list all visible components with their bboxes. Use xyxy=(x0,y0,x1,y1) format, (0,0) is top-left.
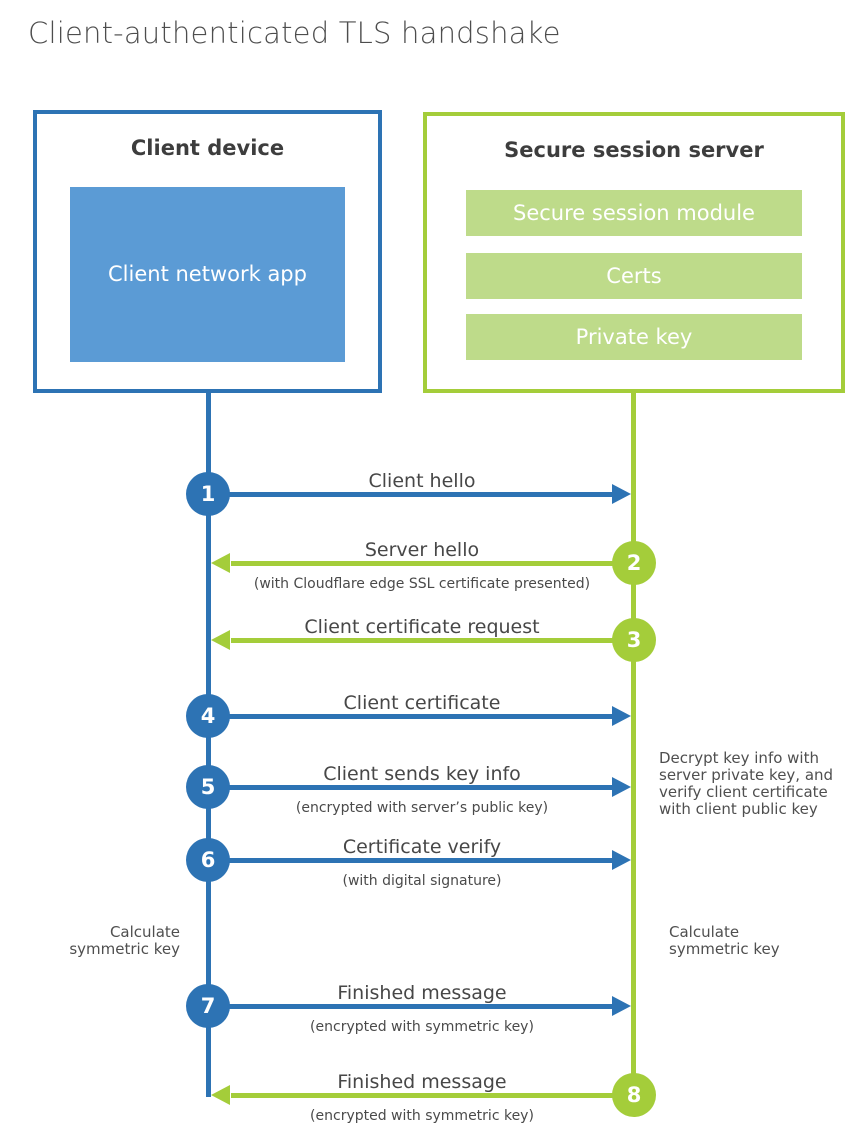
arrowhead-right-icon xyxy=(612,484,631,504)
step-label: Server hello xyxy=(364,539,480,561)
step-badge: 5 xyxy=(186,765,230,809)
step-sublabel: (encrypted with server’s public key) xyxy=(295,800,549,816)
step-badge: 8 xyxy=(612,1073,656,1117)
arrowhead-right-icon xyxy=(612,777,631,797)
arrow-line xyxy=(231,1093,634,1098)
step-sublabel: (encrypted with symmetric key) xyxy=(310,1108,534,1124)
note-line: server private key, and xyxy=(659,766,834,784)
arrow-line xyxy=(210,858,613,863)
step-sublabel: (encrypted with symmetric key) xyxy=(310,1019,534,1035)
note-line: Calculate xyxy=(109,923,180,941)
decrypt-key-info-note: Decrypt key info with server private key… xyxy=(659,750,859,818)
step-label: Client hello xyxy=(368,470,476,492)
step-label: Client sends key info xyxy=(323,763,521,785)
note-line: verify client certificate xyxy=(659,783,828,801)
step-label: Finished message xyxy=(337,1071,507,1093)
step-badge: 7 xyxy=(186,984,230,1028)
client-device-title: Client device xyxy=(130,136,285,160)
arrowhead-left-icon xyxy=(211,630,230,650)
arrowhead-right-icon xyxy=(612,850,631,870)
step-label: Finished message xyxy=(337,982,507,1004)
note-line: symmetric key xyxy=(669,940,780,958)
arrowhead-left-icon xyxy=(211,1085,230,1105)
step-sublabel: (with Cloudflare edge SSL certificate pr… xyxy=(253,576,591,592)
note-line: symmetric key xyxy=(69,940,180,958)
step-badge: 6 xyxy=(186,838,230,882)
step-label: Client certificate request xyxy=(304,616,540,638)
arrow-line xyxy=(210,1004,613,1009)
arrow-line xyxy=(231,638,634,643)
arrow-line xyxy=(210,492,613,497)
note-line: Decrypt key info with xyxy=(659,749,819,767)
server-module-secure-session: Secure session module xyxy=(466,190,802,236)
page-title: Client-authenticated TLS handshake xyxy=(28,16,561,50)
secure-session-server-title: Secure session server xyxy=(504,138,764,162)
server-lifeline xyxy=(631,393,636,1095)
client-network-app-box: Client network app xyxy=(70,187,345,362)
server-module-certs: Certs xyxy=(466,253,802,299)
step-sublabel: (with digital signature) xyxy=(342,873,502,889)
step-badge: 2 xyxy=(612,541,656,585)
server-module-private-key: Private key xyxy=(466,314,802,360)
arrow-line xyxy=(210,785,613,790)
calc-symmetric-key-note-left: Calculate symmetric key xyxy=(56,924,180,958)
step-label: Client certificate xyxy=(343,692,501,714)
step-label: Certificate verify xyxy=(342,836,502,858)
arrowhead-right-icon xyxy=(612,706,631,726)
calc-symmetric-key-note-right: Calculate symmetric key xyxy=(669,924,799,958)
note-line: with client public key xyxy=(659,800,818,818)
arrowhead-right-icon xyxy=(612,996,631,1016)
arrowhead-left-icon xyxy=(211,553,230,573)
client-lifeline xyxy=(206,393,211,1097)
step-badge: 1 xyxy=(186,472,230,516)
arrow-line xyxy=(231,561,634,566)
step-badge: 4 xyxy=(186,694,230,738)
note-line: Calculate xyxy=(669,923,740,941)
step-badge: 3 xyxy=(612,618,656,662)
arrow-line xyxy=(210,714,613,719)
client-network-app-label: Client network app xyxy=(108,262,307,286)
